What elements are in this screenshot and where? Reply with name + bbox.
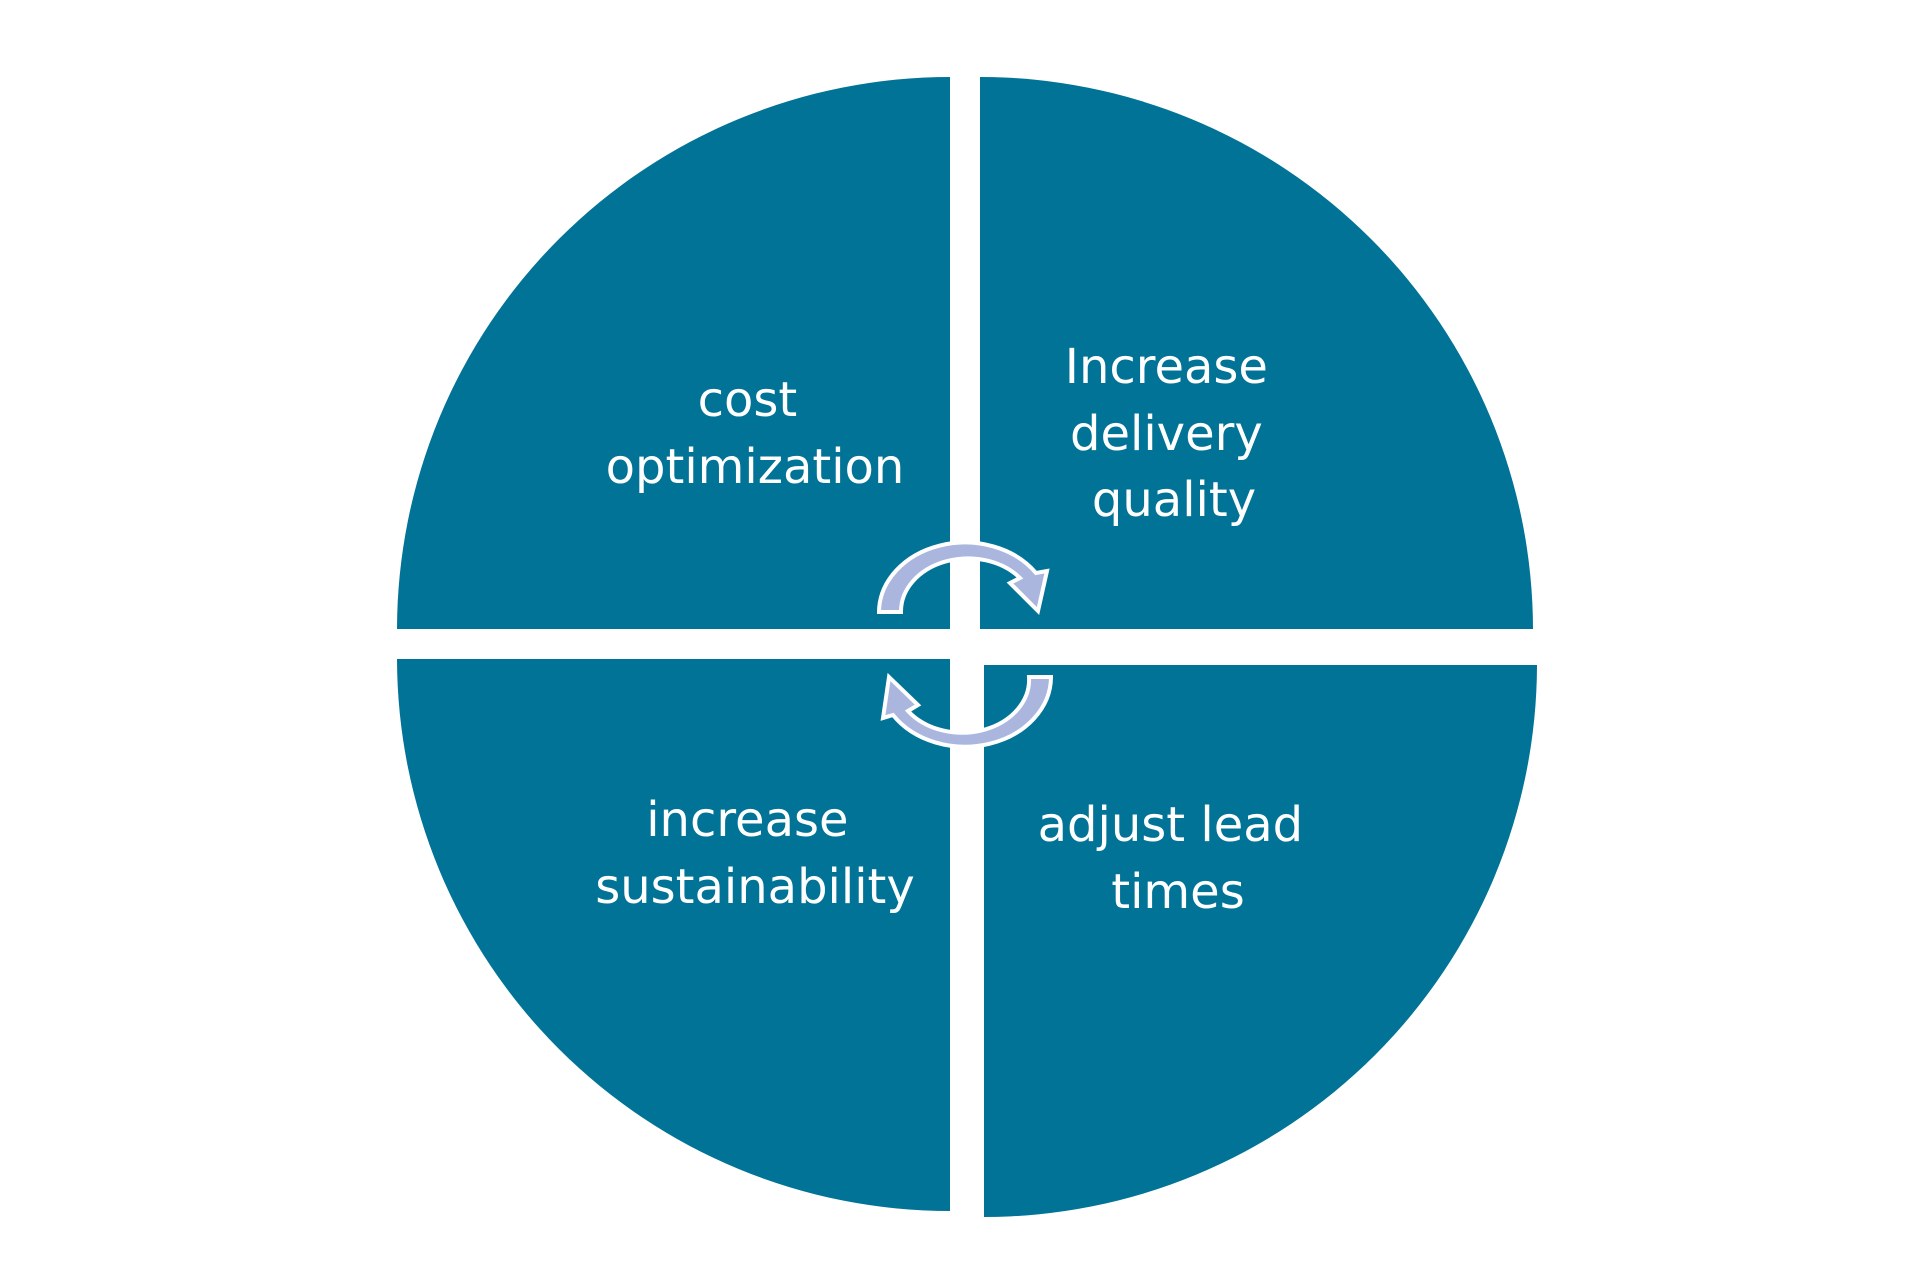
quadrant-top-right: [980, 77, 1533, 629]
quadrant-label-bottom-left: increase sustainability: [595, 792, 915, 915]
quadrant-bottom-right: [984, 665, 1537, 1217]
quadrant-label-bottom-right: adjust lead times: [1038, 797, 1319, 920]
curved-arrow-top-icon: [876, 540, 1050, 615]
quadrant-label-top-left: cost optimization: [606, 372, 905, 495]
curved-arrow-bottom-icon: [880, 672, 1054, 749]
quadrant-label-top-right: Increase delivery quality: [1065, 339, 1283, 528]
quadrants: [397, 77, 1537, 1217]
quadrant-bottom-left: [397, 659, 950, 1211]
quadrant-top-left: [397, 77, 950, 629]
cycle-arrows: [876, 540, 1054, 749]
